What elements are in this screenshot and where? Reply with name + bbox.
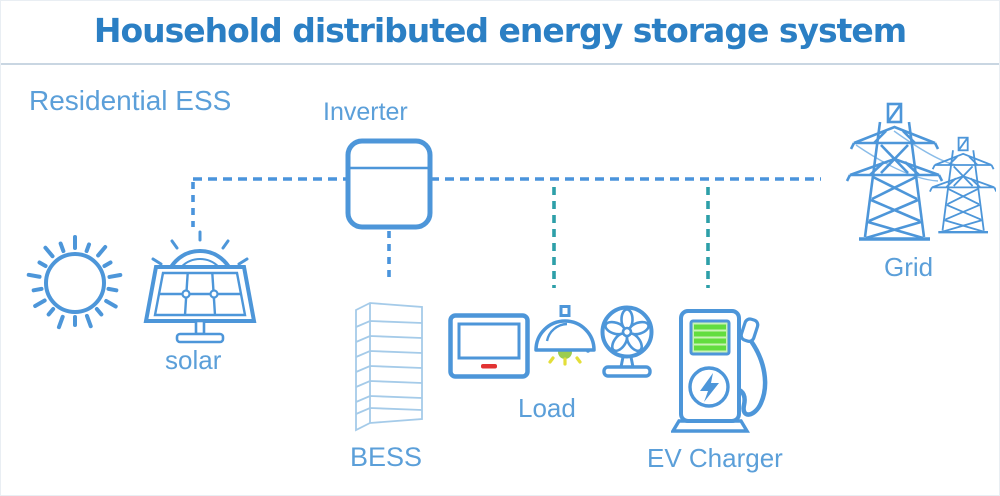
ev-charger-label: EV Charger bbox=[647, 443, 783, 473]
title-divider bbox=[1, 63, 999, 65]
sun-icon bbox=[26, 235, 123, 330]
ev-cable bbox=[734, 338, 768, 417]
inverter-label: Inverter bbox=[323, 98, 408, 126]
grid-towers-icon bbox=[845, 102, 996, 241]
lamp-light-rays bbox=[548, 356, 582, 366]
solar-label: solar bbox=[165, 345, 222, 375]
ev-nozzle bbox=[739, 317, 760, 343]
page-title: Household distributed energy storage sys… bbox=[93, 11, 907, 50]
grid-label: Grid bbox=[884, 252, 934, 282]
residential-ess-label: Residential ESS bbox=[29, 85, 232, 116]
lightning-bolt-icon bbox=[700, 373, 719, 402]
solar-panel-icon bbox=[143, 230, 257, 344]
bess-label: BESS bbox=[350, 442, 423, 472]
ev-charger-icon bbox=[671, 309, 768, 433]
tv-standby-light bbox=[481, 364, 497, 369]
tv-icon bbox=[448, 313, 530, 379]
fan-icon bbox=[600, 305, 654, 378]
inverter-icon bbox=[345, 138, 433, 230]
load-label: Load bbox=[518, 393, 576, 423]
bess-battery-icon bbox=[355, 302, 423, 432]
lamp-icon bbox=[534, 305, 596, 366]
